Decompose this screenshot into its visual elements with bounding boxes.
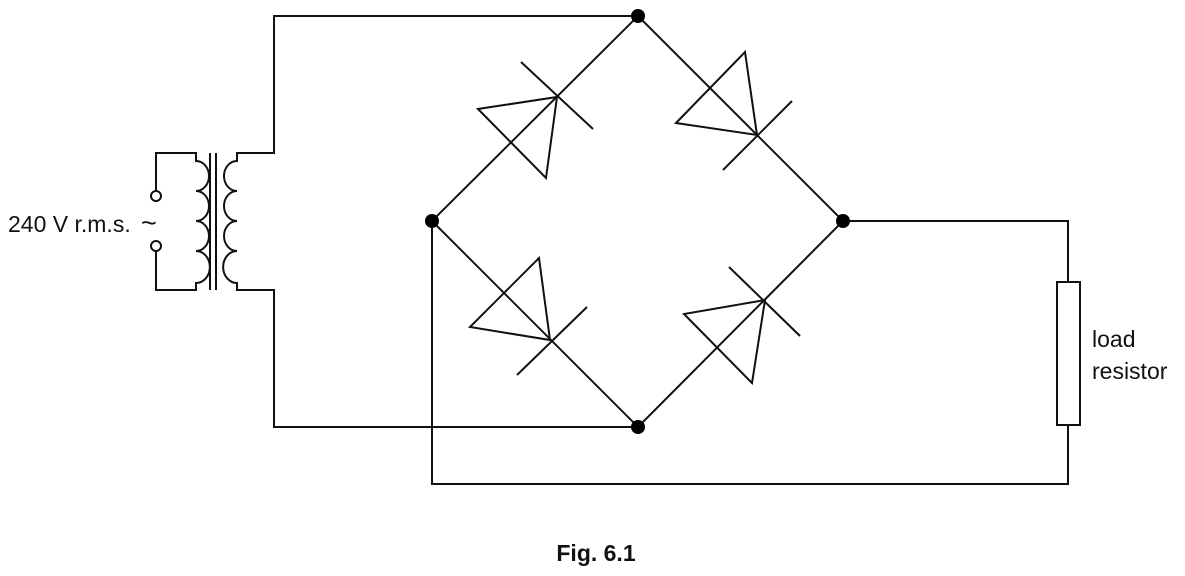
secondary-coil (222, 160, 238, 284)
diode-triangle (681, 298, 767, 386)
diode-bar (722, 100, 793, 171)
junction-left (425, 214, 439, 228)
diode-bar (520, 61, 594, 130)
wire-output-positive (842, 220, 1069, 283)
diode-lower-right (681, 266, 801, 386)
ac-source-terminals (150, 152, 197, 291)
diode-triangle (467, 255, 552, 342)
wire-top (273, 15, 639, 154)
diode-triangle (673, 49, 759, 137)
transformer (195, 152, 275, 291)
primary-lead-bottom (155, 250, 197, 291)
bridge-arms (430, 14, 845, 429)
arm-bottom-right (636, 219, 845, 429)
arm-left-top (430, 14, 640, 223)
diode-upper-right (673, 49, 793, 171)
diode-bar (516, 306, 588, 376)
arm-left-bottom (430, 219, 640, 429)
load-label-line1: load (1092, 326, 1135, 352)
junction-bottom (631, 420, 645, 434)
arm-top-right (636, 14, 845, 223)
terminal-bottom (150, 240, 162, 252)
figure-caption: Fig. 6.1 (556, 540, 635, 566)
junction-right (836, 214, 850, 228)
diode-lower-left (467, 255, 588, 376)
diode-bar (728, 266, 801, 337)
diode-triangle (475, 95, 559, 181)
primary-coil (195, 160, 211, 284)
junction-top (631, 9, 645, 23)
load-resistor (1056, 281, 1081, 426)
wire-output-return (431, 220, 1069, 485)
terminal-top (150, 190, 162, 202)
secondary-lead-bottom (236, 282, 275, 291)
wire-bottom (273, 289, 639, 428)
diode-upper-left (475, 61, 594, 181)
primary-lead-top (155, 152, 197, 192)
ac-symbol: ~ (141, 208, 157, 238)
secondary-lead-top (236, 152, 275, 162)
load-label-line2: resistor (1092, 358, 1168, 384)
source-voltage-label: 240 V r.m.s. (8, 211, 131, 237)
